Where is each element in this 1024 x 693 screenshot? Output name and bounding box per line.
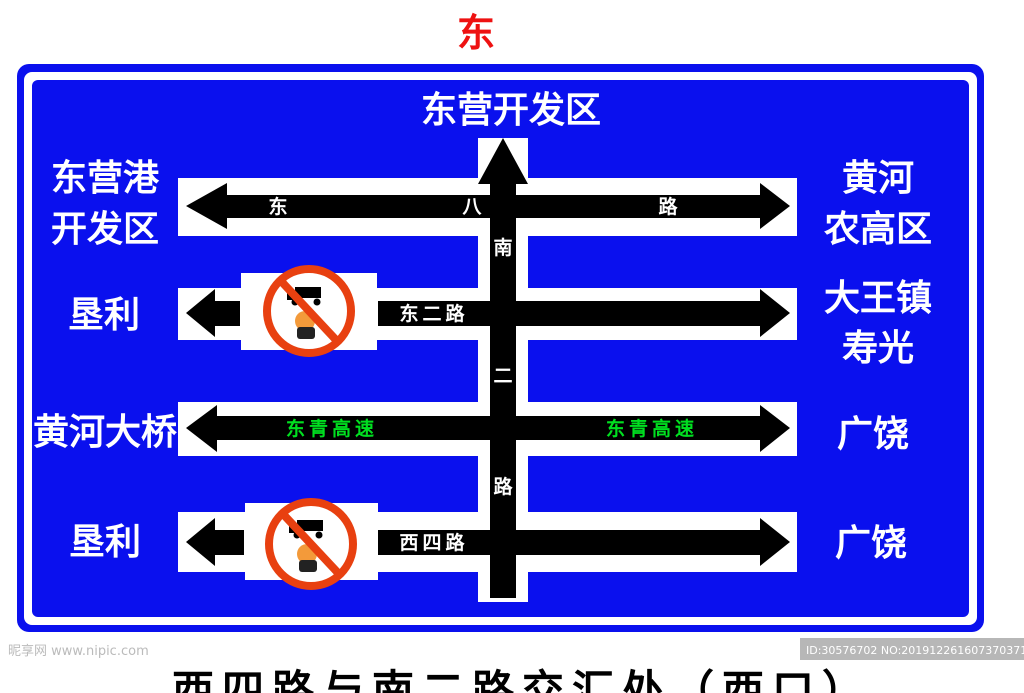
road-name: 西四路 xyxy=(399,531,468,554)
road-name: 东二路 xyxy=(399,302,468,325)
row3-arrows xyxy=(186,405,790,452)
left-destination: 垦利 xyxy=(68,295,140,336)
left-destination: 东营港 xyxy=(51,158,160,199)
expressway-name: 东青高速 xyxy=(606,417,698,440)
north-arrow xyxy=(478,138,528,598)
expressway-name: 东青高速 xyxy=(286,417,378,440)
sign-caption: 西四路与南二路交汇处（西口） xyxy=(172,666,872,693)
watermark-id: ID:30576702 NO:20191226160737037169 xyxy=(806,644,1024,657)
row4-arrows xyxy=(186,518,790,566)
road-name-char: 八 xyxy=(462,196,482,218)
right-destination: 黄河 xyxy=(842,158,914,199)
watermark-id-bg xyxy=(800,638,1024,660)
right-destination: 寿光 xyxy=(842,328,914,369)
right-destination: 大王镇 xyxy=(824,278,932,319)
row2-arrows xyxy=(186,289,790,337)
road-name-char: 路 xyxy=(658,195,678,218)
road-name-char: 南 xyxy=(493,237,512,259)
left-destination: 垦利 xyxy=(69,522,141,563)
left-destination: 黄河大桥 xyxy=(33,412,177,453)
right-destination: 广饶 xyxy=(835,523,907,564)
road-name-char: 路 xyxy=(493,475,513,498)
right-destination: 农高区 xyxy=(824,209,932,250)
no-dangerous-goods-trucks-icon xyxy=(267,269,351,353)
no-dangerous-goods-trucks-icon xyxy=(269,502,353,586)
road-name-char: 二 xyxy=(493,365,512,387)
right-destination: 广饶 xyxy=(837,414,909,455)
north-destination: 东营开发区 xyxy=(421,90,601,131)
direction-marker: 东 xyxy=(457,11,495,55)
row1-arrows xyxy=(186,183,790,229)
watermark-logo: 昵享网 www.nipic.com xyxy=(8,643,149,659)
road-name-char: 东 xyxy=(268,195,287,218)
left-destination: 开发区 xyxy=(51,209,159,250)
